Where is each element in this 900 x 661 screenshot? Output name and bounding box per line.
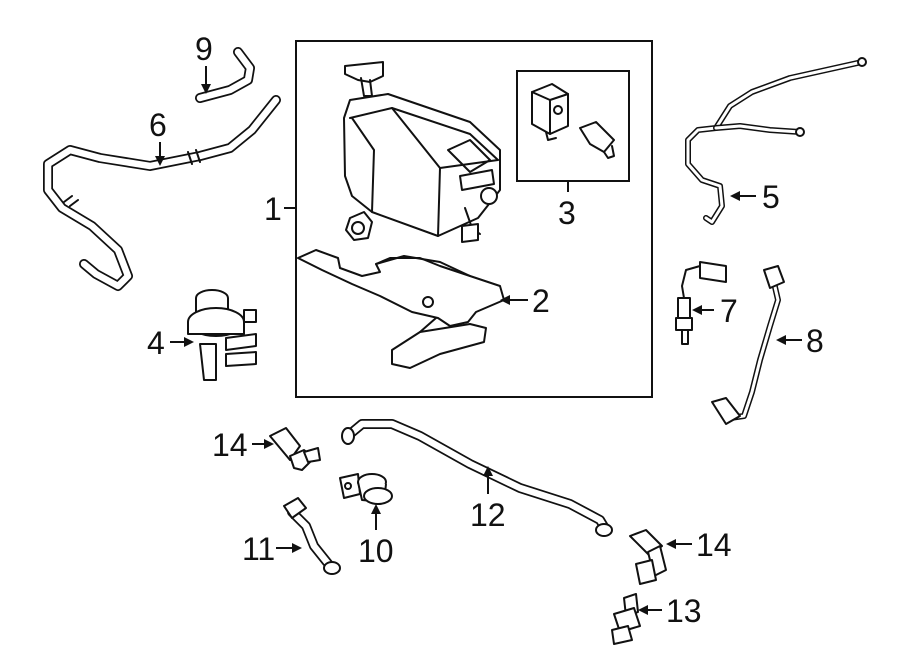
connector-14-right [629, 529, 667, 585]
valve-kit-box [516, 70, 630, 182]
callout-3: 3 [558, 195, 576, 231]
evap-canister [343, 61, 501, 243]
hose-11 [283, 497, 341, 575]
purge-valve-kit [531, 83, 615, 159]
callout-labels: 1 2 3 4 5 6 7 8 9 10 11 12 13 14 14 [147, 31, 824, 629]
callout-13: 13 [666, 593, 702, 629]
callout-1: 1 [264, 191, 282, 227]
vapor-line-5 [685, 57, 867, 225]
canister-bracket [297, 249, 505, 369]
callout-4: 4 [147, 325, 165, 361]
sensor-harness-8 [711, 265, 785, 425]
callout-14-right: 14 [696, 527, 732, 563]
leader-lines [155, 66, 802, 615]
hose-6 [43, 95, 281, 291]
callout-14-left: 14 [212, 427, 248, 463]
callout-12: 12 [470, 497, 506, 533]
callout-7: 7 [720, 293, 738, 329]
connector-14-left [269, 427, 321, 471]
vapor-valve-4 [187, 289, 257, 381]
sensor-7 [675, 261, 727, 345]
callout-6: 6 [149, 107, 167, 143]
callout-8: 8 [806, 323, 824, 359]
hose-9 [195, 47, 255, 103]
hose-12 [341, 419, 613, 537]
callout-9: 9 [195, 31, 213, 67]
callout-11: 11 [242, 531, 275, 567]
pcv-valve-13 [611, 593, 641, 645]
callout-2: 2 [532, 283, 550, 319]
callout-5: 5 [762, 179, 780, 215]
callout-10: 10 [358, 533, 394, 569]
canister-assembly-box [295, 40, 653, 398]
check-valve-10 [339, 473, 393, 505]
